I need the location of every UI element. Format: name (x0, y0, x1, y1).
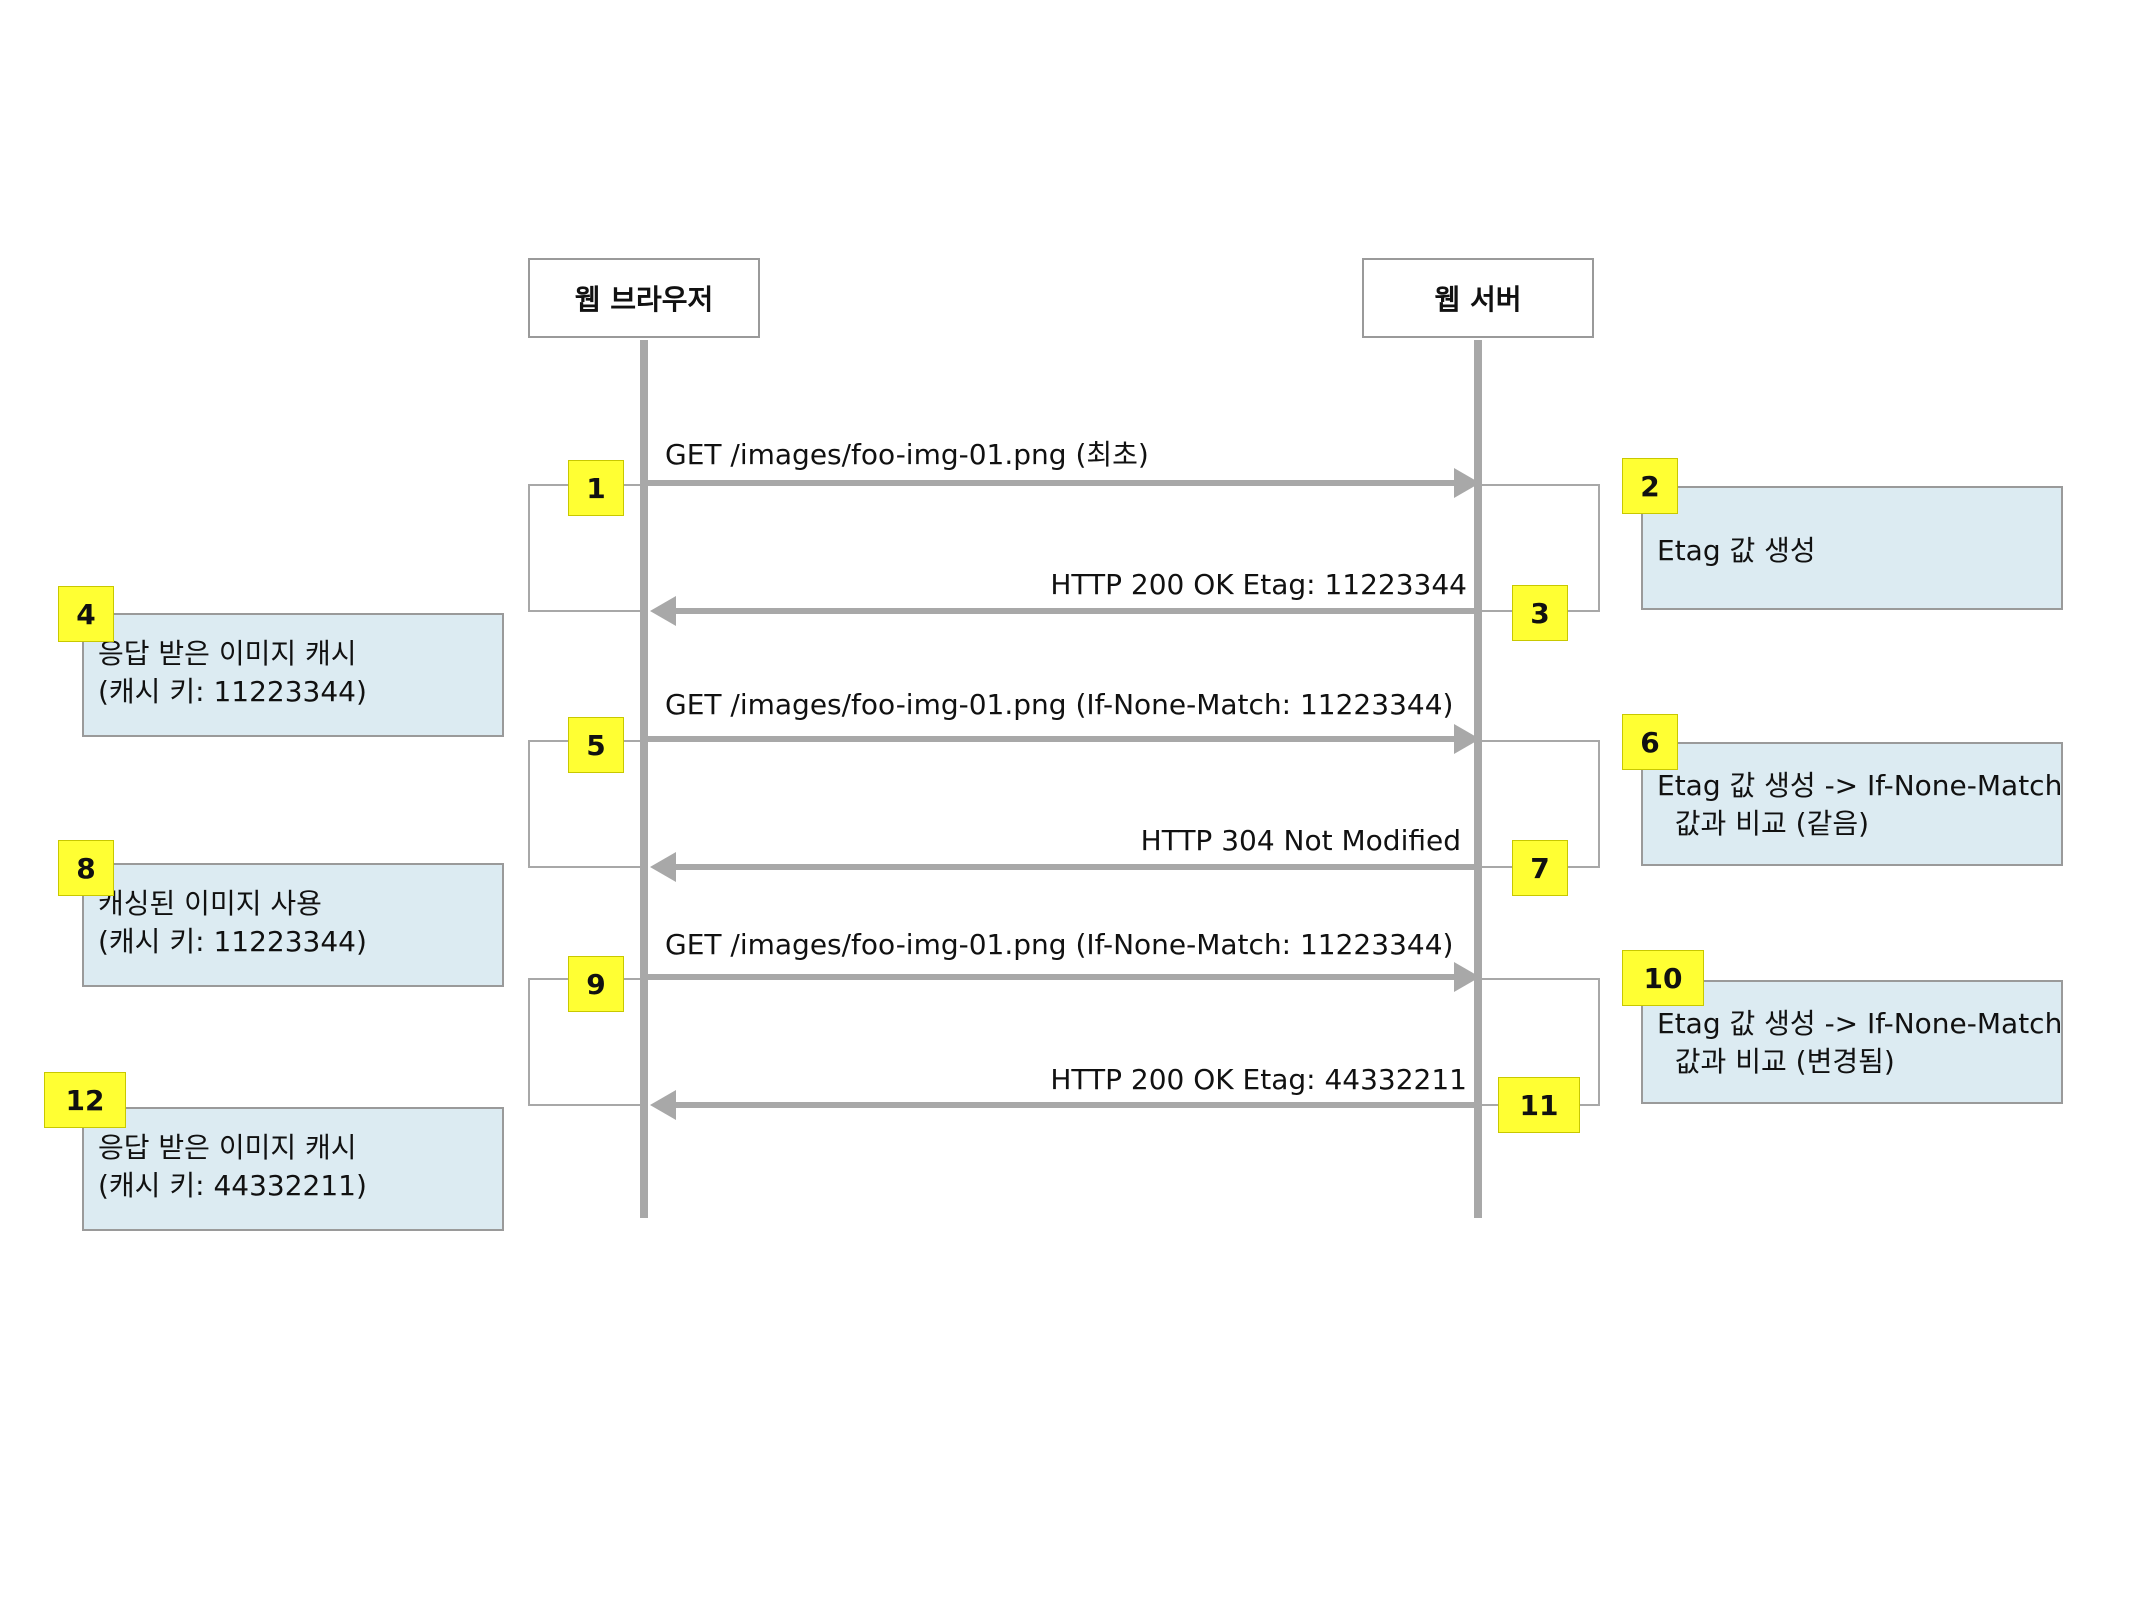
message-label-3: GET /images/foo-img-01.png (If-None-Matc… (665, 688, 1454, 721)
step-badge-6: 6 (1622, 714, 1678, 770)
step-badge-1: 1 (568, 460, 624, 516)
note-line: Etag 값 생성 (1657, 534, 1816, 567)
note-line: 캐싱된 이미지 사용 (98, 887, 322, 920)
response-arrow-2 (650, 852, 1480, 882)
message-label-5: GET /images/foo-img-01.png (If-None-Matc… (665, 928, 1454, 961)
note-line: (캐시 키: 44332211) (98, 1169, 367, 1202)
step-badge-2: 2 (1622, 458, 1678, 514)
browser-lifeline (640, 340, 648, 1218)
step-badge-8: 8 (58, 840, 114, 896)
response-arrow-3 (650, 1090, 1480, 1120)
note-line: 값과 비교 (같음) (1657, 807, 1870, 840)
step-badge-12: 12 (44, 1072, 126, 1128)
note-line: (캐시 키: 11223344) (98, 925, 367, 958)
message-label-2: HTTP 200 OK Etag: 11223344 (1050, 568, 1467, 601)
note-line: 응답 받은 이미지 캐시 (98, 637, 357, 670)
note-use-cached-image: 캐싱된 이미지 사용 (캐시 키: 11223344) (82, 863, 504, 987)
step-badge-7: 7 (1512, 840, 1568, 896)
note-etag-compare-same: Etag 값 생성 -> If-None-Match 값과 비교 (같음) (1641, 742, 2063, 866)
note-line: Etag 값 생성 -> If-None-Match (1657, 769, 2063, 802)
note-etag-create: Etag 값 생성 (1641, 486, 2063, 610)
request-arrow-3 (648, 962, 1480, 992)
message-label-4: HTTP 304 Not Modified (1140, 824, 1461, 857)
request-arrow-2 (648, 724, 1480, 754)
note-line: (캐시 키: 11223344) (98, 675, 367, 708)
actor-web-server: 웹 서버 (1362, 258, 1594, 338)
request-arrow-1 (648, 468, 1480, 498)
note-cache-response-1: 응답 받은 이미지 캐시 (캐시 키: 11223344) (82, 613, 504, 737)
step-badge-4: 4 (58, 586, 114, 642)
step-badge-5: 5 (568, 717, 624, 773)
note-line: Etag 값 생성 -> If-None-Match (1657, 1007, 2063, 1040)
step-badge-10: 10 (1622, 950, 1704, 1006)
note-line: 값과 비교 (변경됨) (1657, 1045, 1895, 1078)
message-label-1: GET /images/foo-img-01.png (최초) (665, 438, 1149, 471)
actor-web-browser: 웹 브라우저 (528, 258, 760, 338)
step-badge-3: 3 (1512, 585, 1568, 641)
response-arrow-1 (650, 596, 1480, 626)
note-cache-response-2: 응답 받은 이미지 캐시 (캐시 키: 44332211) (82, 1107, 504, 1231)
note-line: 응답 받은 이미지 캐시 (98, 1131, 357, 1164)
message-label-6: HTTP 200 OK Etag: 44332211 (1050, 1063, 1467, 1096)
note-etag-compare-changed: Etag 값 생성 -> If-None-Match 값과 비교 (변경됨) (1641, 980, 2063, 1104)
server-lifeline (1474, 340, 1482, 1218)
step-badge-11: 11 (1498, 1077, 1580, 1133)
step-badge-9: 9 (568, 956, 624, 1012)
